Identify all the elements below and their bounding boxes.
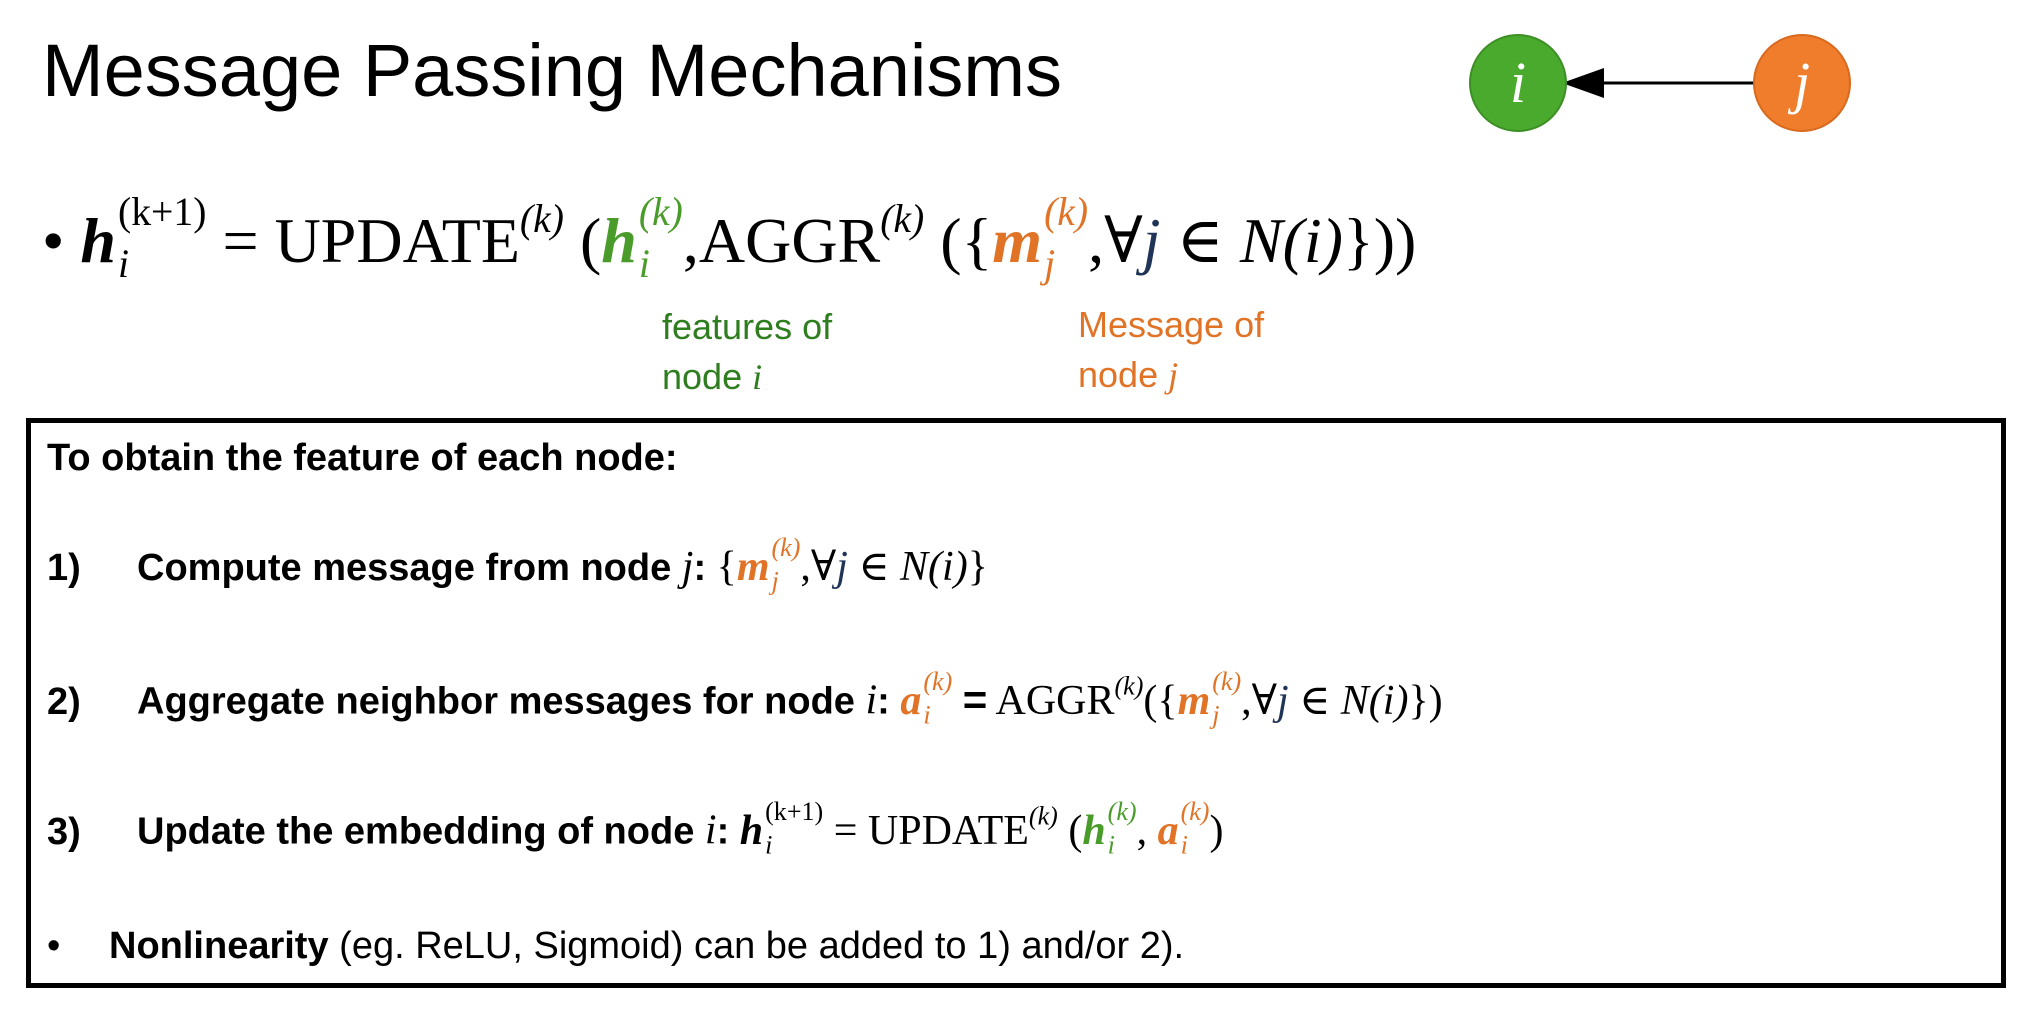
aggr-fn: AGGR [995,677,1115,724]
bullet: • [42,204,65,276]
var-h-k: h [601,204,637,276]
message-line1: Message of [1078,304,1265,345]
comma: , [682,204,699,276]
step-3-var: i [704,807,717,854]
step-1-var: j [681,544,694,590]
nonlinearity-text: (eg. ReLU, Sigmoid) can be added to 1) a… [339,925,1185,967]
sub-j: j [771,567,779,597]
bullet: • [47,925,61,967]
node-graph: i j [1469,34,1851,132]
var-m: m [1177,677,1211,724]
var-a: a [1157,807,1179,854]
step-2-var: i [865,677,878,724]
sub-i: i [765,830,773,860]
message-line2: node [1078,354,1159,395]
step-1-formula: {m(k)j,∀j ∈ N(i)} [716,533,988,597]
box-heading: To obtain the feature of each node: [47,437,678,479]
sup-k: (k) [519,197,564,241]
step-2-formula: a(k)i = AGGR(k)({m(k)j,∀j ∈ N(i)}) [900,666,1443,730]
nonlinearity-note: • Nonlinearity (eg. ReLU, Sigmoid) can be… [47,925,1184,968]
step-3: 3)Update the embedding of node i: h(k+1)… [47,796,1224,860]
step-2-text: Aggregate neighbor messages for node [137,680,855,723]
update-fn: UPDATE [274,204,520,276]
sub-j: j [1044,242,1056,287]
sup-k: (k) [638,190,683,235]
var-a: a [900,677,922,724]
comma: , [1088,204,1105,276]
sup-k: (k) [1212,666,1242,696]
var-j: j [1277,677,1289,724]
sup-k: (k) [880,197,925,241]
close-brackets: })) [1342,204,1417,276]
sup-k: (k) [1114,671,1144,700]
sup-k1: (k+1) [118,190,207,235]
node-j-circle [1753,34,1851,132]
var-h: h [80,204,116,276]
node-i-label: i [1510,50,1526,115]
features-line2: node [662,356,743,397]
sub-i: i [638,242,650,287]
step-3-formula: h(k+1)i = UPDATE(k) (h(k)i, a(k)i) [739,796,1224,860]
steps-box: To obtain the feature of each node: 1) Co… [26,418,2006,988]
var-m: m [992,204,1043,276]
update-fn: UPDATE [867,807,1029,854]
in-neighborhood: ∈ N(i) [1299,677,1409,724]
in-neighborhood: ∈ N(i) [1176,204,1343,276]
step-2: 2) Aggregate neighbor messages for node i… [47,666,1443,730]
paren: ( [579,204,602,276]
sup-k: (k) [923,666,953,696]
sup-k: (k) [1107,796,1137,826]
page-title: Message Passing Mechanisms [42,29,1062,112]
var-j: j [1142,204,1161,276]
main-equation: • h(k+1)i = UPDATE(k) (h(k)i,AGGR(k) ({m… [42,190,1417,287]
forall: ∀ [1104,204,1143,276]
sup-k: (k) [1028,801,1058,830]
var-h-k: h [1082,807,1106,854]
message-annotation: Message of node j [1078,300,1264,400]
var-h: h [739,807,764,854]
features-var: i [752,357,763,397]
sub-i: i [923,700,931,730]
sub-i: i [1180,830,1188,860]
sup-k: (k) [1044,190,1089,235]
brace: ({ [940,204,993,276]
step-3-number: 3) [47,810,81,853]
sup-k1: (k+1) [765,796,824,826]
sub-i: i [1107,830,1115,860]
step-1-text: Compute message from node [137,547,672,589]
nonlinearity-label: Nonlinearity [109,925,329,967]
step-1-number: 1) [47,547,81,589]
in-neighborhood: ∈ N(i) [858,544,968,590]
message-var: j [1168,355,1179,395]
var-m: m [736,544,770,590]
step-2-number: 2) [47,680,81,723]
sub-j: j [1212,700,1220,730]
sub-i: i [118,242,130,287]
sup-k: (k) [771,533,801,563]
var-j: j [836,544,848,590]
sup-k: (k) [1180,796,1210,826]
step-1: 1)Compute message from node j: {m(k)j,∀j… [47,533,988,597]
step-3-text: Update the embedding of node [137,810,695,853]
aggr-fn: AGGR [698,204,881,276]
features-line1: features of [662,306,833,347]
node-i-circle [1469,34,1567,132]
features-annotation: features of node i [662,302,832,402]
equals: = [222,204,259,276]
